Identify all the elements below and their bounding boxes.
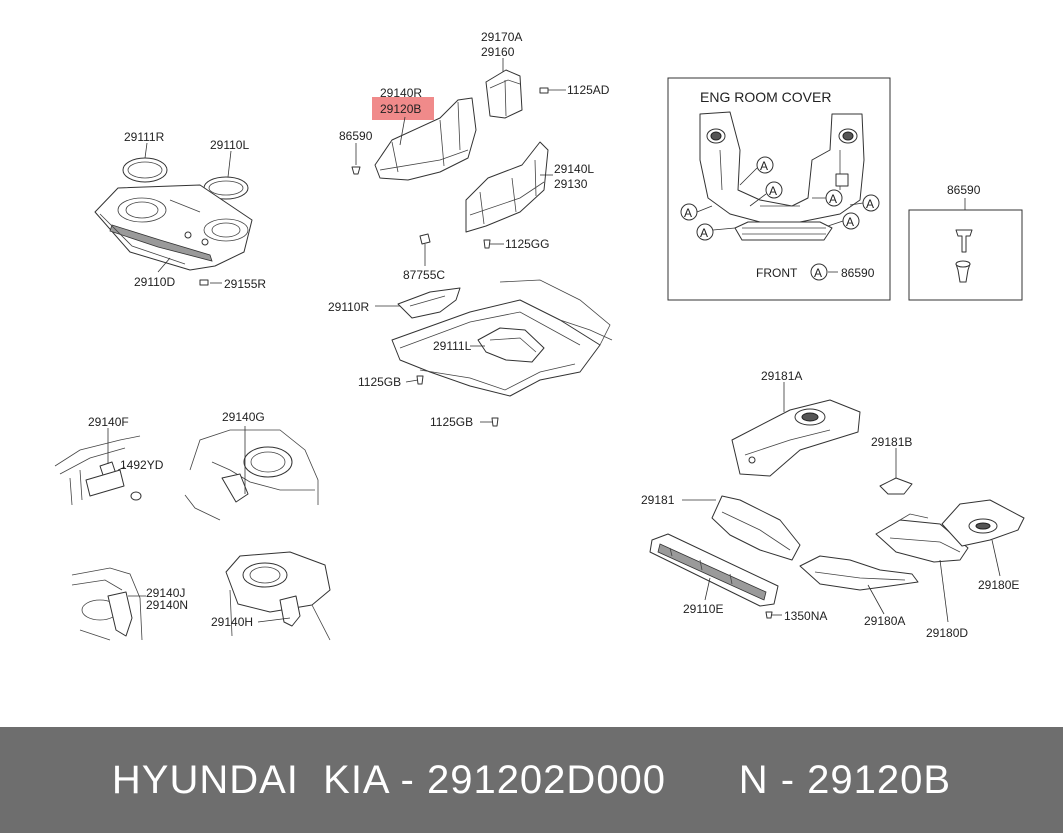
- label-1350NA: 1350NA: [784, 609, 827, 623]
- inset-callouts: A A A A A A A: [680, 156, 880, 241]
- label-29110E: 29110E: [683, 602, 723, 616]
- label-29160: 29160: [481, 45, 515, 59]
- label-29180A: 29180A: [864, 614, 905, 628]
- callout-a-6: A: [866, 197, 874, 211]
- label-29111L: 29111L: [433, 339, 472, 353]
- parts-diagram: 29111R 29110L 29110D 29155R 29140R 29120…: [54, 30, 1025, 641]
- leader-29110D: [157, 257, 171, 273]
- label-29130: 29130: [554, 177, 588, 191]
- leader-29140H: [257, 617, 291, 623]
- under-cover-assembly-29110D: [94, 157, 253, 286]
- label-29181: 29181: [641, 493, 675, 507]
- cover-29180D: [875, 513, 969, 563]
- detail-29140J: [71, 567, 143, 641]
- inset-legend-circle: [810, 263, 828, 281]
- fastener-box-86590: [908, 209, 1023, 301]
- cover-29180E: [941, 499, 1025, 547]
- reference-number: N - 29120B: [738, 757, 952, 802]
- label-29140G: 29140G: [222, 410, 265, 424]
- eng-room-cover-inset: [667, 77, 891, 301]
- label-87755C: 87755C: [403, 268, 445, 282]
- label-29110R: 29110R: [328, 300, 369, 314]
- label-29110L: 29110L: [210, 138, 249, 152]
- inset-legend-part: 86590: [841, 266, 875, 280]
- detail-29140H: [225, 551, 331, 641]
- pad-29181B: [879, 477, 913, 495]
- leader-29180D: [939, 559, 949, 623]
- detail-29140F: [54, 435, 142, 506]
- label-29181B: 29181B: [871, 435, 912, 449]
- callout-a-5: A: [829, 192, 837, 206]
- side-cover-29120B: [351, 97, 477, 181]
- label-29140R: 29140R: [380, 86, 422, 100]
- label-29110D: 29110D: [134, 275, 175, 289]
- inset-title: ENG ROOM COVER: [700, 89, 831, 105]
- highlight-29120B: [372, 97, 434, 120]
- label-29120B: 29120B: [380, 102, 421, 116]
- eng-room-cover-drawing: [699, 111, 865, 241]
- inset-legend-letter: A: [814, 266, 822, 280]
- callout-a-1: A: [760, 159, 768, 173]
- leader-1125GBa: [405, 379, 419, 383]
- detail-29140G: [184, 429, 319, 521]
- label-29140F: 29140F: [88, 415, 129, 429]
- banner-gap: [666, 758, 739, 803]
- leader-29110E: [704, 577, 711, 601]
- cover-29180A: [799, 555, 919, 591]
- label-86590a: 86590: [339, 129, 373, 143]
- side-cover-29140L: [465, 141, 549, 249]
- label-29140N: 29140N: [146, 598, 188, 612]
- label-29140L: 29140L: [554, 162, 594, 176]
- label-86590b: 86590: [947, 183, 981, 197]
- label-1125GBb: 1125GB: [430, 415, 473, 429]
- subframe-assembly: [391, 279, 613, 427]
- callout-a-4: A: [700, 226, 708, 240]
- label-1125GBa: 1125GB: [358, 375, 401, 389]
- leader-29180A: [867, 584, 885, 615]
- brand-part-number: HYUNDAI KIA - 291202D000: [111, 757, 667, 802]
- label-29155R: 29155R: [224, 277, 266, 291]
- leader-29180E: [991, 539, 1001, 577]
- label-1125GG: 1125GG: [505, 237, 549, 251]
- label-29140J: 29140J: [146, 586, 185, 600]
- label-1492YD: 1492YD: [120, 458, 164, 472]
- label-29111R: 29111R: [124, 130, 165, 144]
- callout-a-3: A: [684, 206, 692, 220]
- clip-87755C: [419, 233, 431, 245]
- bracket-29170A: [485, 69, 549, 119]
- label-29180E: 29180E: [978, 578, 1019, 592]
- cover-29181: [711, 495, 801, 561]
- leader-1492YD: [117, 466, 126, 471]
- leader-29120B: [399, 116, 406, 146]
- cover-29110E: [649, 533, 779, 619]
- label-29170A: 29170A: [481, 30, 522, 44]
- callout-a-2: A: [769, 184, 777, 198]
- leader-29111R: [144, 142, 148, 159]
- label-29180D: 29180D: [926, 626, 968, 640]
- label-29140H: 29140H: [211, 615, 253, 629]
- inset-front-label: FRONT: [756, 266, 798, 280]
- label-29181A: 29181A: [761, 369, 802, 383]
- label-1125AD: 1125AD: [567, 83, 610, 97]
- fastener-86590: [955, 229, 973, 283]
- part-number-banner: HYUNDAI KIA - 291202D000 N - 29120B: [0, 727, 1063, 833]
- callout-a-7: A: [846, 215, 854, 229]
- cover-29181A: [731, 399, 861, 477]
- leader-29110L: [227, 150, 232, 178]
